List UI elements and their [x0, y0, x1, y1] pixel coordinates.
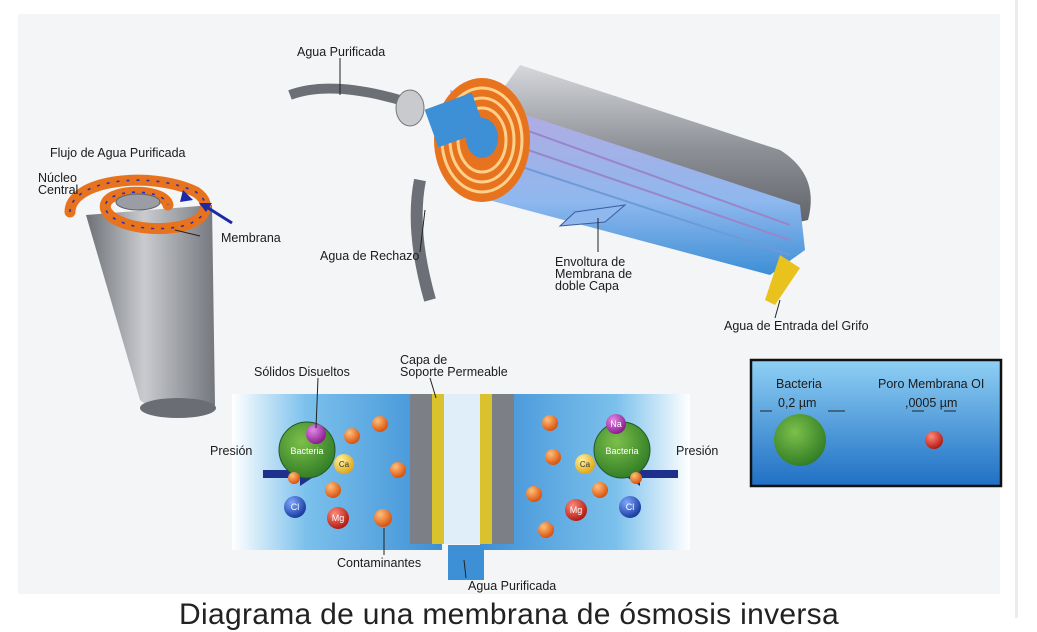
- inset-bacteria-label: Bacteria: [776, 377, 822, 391]
- mg-ion-left: Mg: [332, 513, 345, 523]
- leader-lines: [174, 58, 781, 579]
- ca-ion-left: Ca: [339, 460, 350, 469]
- label-envoltura-3: doble Capa: [555, 279, 619, 293]
- spiral-membrane-cylinder: [64, 174, 233, 418]
- ca-ion-right: Ca: [580, 460, 591, 469]
- label-contaminantes: Contaminantes: [337, 556, 422, 570]
- cl-ion-left: Cl: [291, 502, 300, 512]
- inset-bacteria-size: 0,2 µm: [778, 396, 817, 410]
- label-envoltura-1: Envoltura de: [555, 255, 626, 269]
- label-agua-purificada-bottom: Agua Purificada: [468, 579, 557, 593]
- size-comparison-inset: [749, 358, 1003, 488]
- label-capa-1: Capa de: [400, 353, 448, 367]
- label-envoltura-2: Membrana de: [555, 267, 633, 281]
- diagram-caption: Diagrama de una membrana de ósmosis inve…: [179, 598, 839, 631]
- cl-ion-right: Cl: [626, 502, 635, 512]
- mg-ion-right: Mg: [570, 505, 583, 515]
- label-presion-right: Presión: [676, 444, 719, 458]
- label-flujo: Flujo de Agua Purificada: [50, 146, 186, 160]
- label-central: Central: [38, 183, 79, 197]
- label-solidos: Sólidos Disueltos: [254, 365, 350, 379]
- label-agua-entrada: Agua de Entrada del Grifo: [724, 319, 869, 333]
- label-agua-purificada-top: Agua Purificada: [297, 45, 386, 59]
- label-nucleo: Núcleo: [38, 171, 77, 185]
- label-agua-rechazo: Agua de Rechazo: [320, 249, 420, 263]
- bacteria-ion-left: Bacteria: [290, 446, 323, 456]
- label-presion-left: Presión: [210, 444, 253, 458]
- label-capa-2: Soporte Permeable: [400, 365, 508, 379]
- inset-pore-size: ,0005 µm: [905, 396, 958, 410]
- label-membrana: Membrana: [221, 231, 281, 245]
- bacteria-ion-right: Bacteria: [605, 446, 638, 456]
- right-divider: [1015, 0, 1018, 618]
- membrane-cartridge: [288, 65, 811, 305]
- osmosis-cross-section: Bacteria Bacteria Ca Ca Cl Cl Mg Mg Na: [232, 394, 690, 580]
- inset-pore-label: Poro Membrana OI: [878, 377, 985, 391]
- na-ion: Na: [610, 419, 622, 429]
- ro-membrane-illustration: Bacteria Bacteria Ca Ca Cl Cl Mg Mg Na: [64, 58, 1003, 580]
